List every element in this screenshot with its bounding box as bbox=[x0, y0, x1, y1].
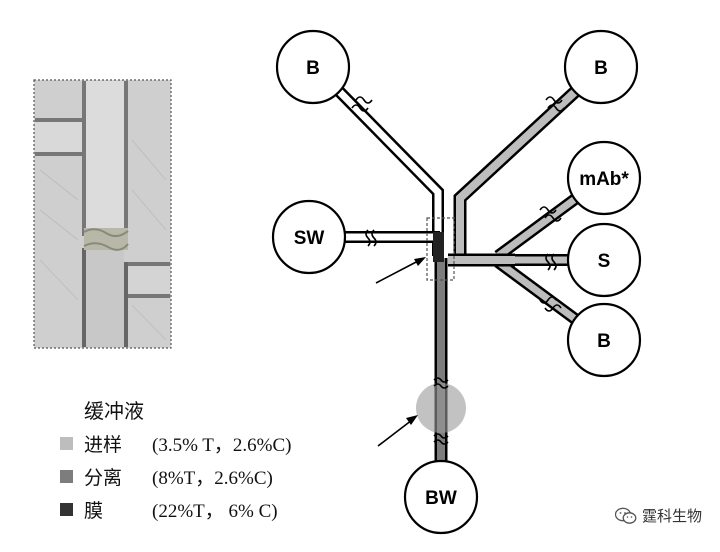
channel-break-marks bbox=[351, 96, 565, 445]
svg-text:B: B bbox=[306, 58, 320, 79]
detection-arrow bbox=[377, 415, 418, 447]
channel-top-left-buffer bbox=[325, 77, 444, 256]
legend-item-separation: 分离 (8%T，2.6%C) bbox=[60, 460, 360, 493]
legend-title: 缓冲液 bbox=[84, 399, 144, 423]
svg-text:BW: BW bbox=[425, 488, 457, 509]
legend-item-composition: (3.5% T，2.6%C) bbox=[152, 435, 292, 456]
membrane-gel-segment bbox=[433, 232, 444, 262]
junction-arrow bbox=[375, 257, 426, 284]
wechat-icon bbox=[614, 507, 637, 524]
legend-swatch-membrane bbox=[60, 503, 73, 516]
reservoir-bottom-right-b: B bbox=[566, 302, 642, 378]
watermark-text: 霆科生物 bbox=[641, 507, 702, 525]
legend-item-membrane: 膜 (22%T， 6% C) bbox=[60, 493, 360, 526]
legend-item-name: 进样 bbox=[84, 434, 123, 456]
channel-top-right-buffer bbox=[453, 73, 595, 256]
legend-item-name: 膜 bbox=[84, 500, 104, 522]
reservoir-top-right-b: B bbox=[563, 29, 639, 105]
legend-swatch-separation bbox=[60, 470, 73, 483]
reservoir-top-left-b: B bbox=[275, 29, 351, 105]
micrograph-inset bbox=[33, 79, 172, 349]
legend-item-loading: 进样 (3.5% T，2.6%C) bbox=[60, 427, 360, 460]
svg-text:mAb*: mAb* bbox=[579, 169, 629, 190]
legend-item-composition: (8%T，2.6%C) bbox=[152, 468, 273, 489]
junction-highlight-box bbox=[426, 217, 455, 281]
reservoir-sample-waste: SW bbox=[271, 199, 347, 275]
legend-swatch-loading bbox=[60, 437, 73, 450]
detection-region bbox=[416, 383, 466, 433]
legend-item-composition: (22%T， 6% C) bbox=[152, 501, 278, 522]
reservoir-buffer-waste: BW bbox=[403, 459, 479, 535]
svg-text:B: B bbox=[594, 58, 608, 79]
svg-text:B: B bbox=[597, 331, 611, 352]
svg-text:S: S bbox=[598, 251, 611, 272]
watermark: 霆科生物 bbox=[614, 505, 702, 526]
reservoir-antibody: mAb* bbox=[566, 140, 642, 216]
legend-item-name: 分离 bbox=[84, 467, 123, 489]
buffer-legend: 缓冲液 进样 (3.5% T，2.6%C) 分离 (8%T，2.6%C) 膜 (… bbox=[60, 395, 360, 526]
svg-text:SW: SW bbox=[294, 228, 325, 249]
reservoir-sample: S bbox=[566, 222, 642, 298]
